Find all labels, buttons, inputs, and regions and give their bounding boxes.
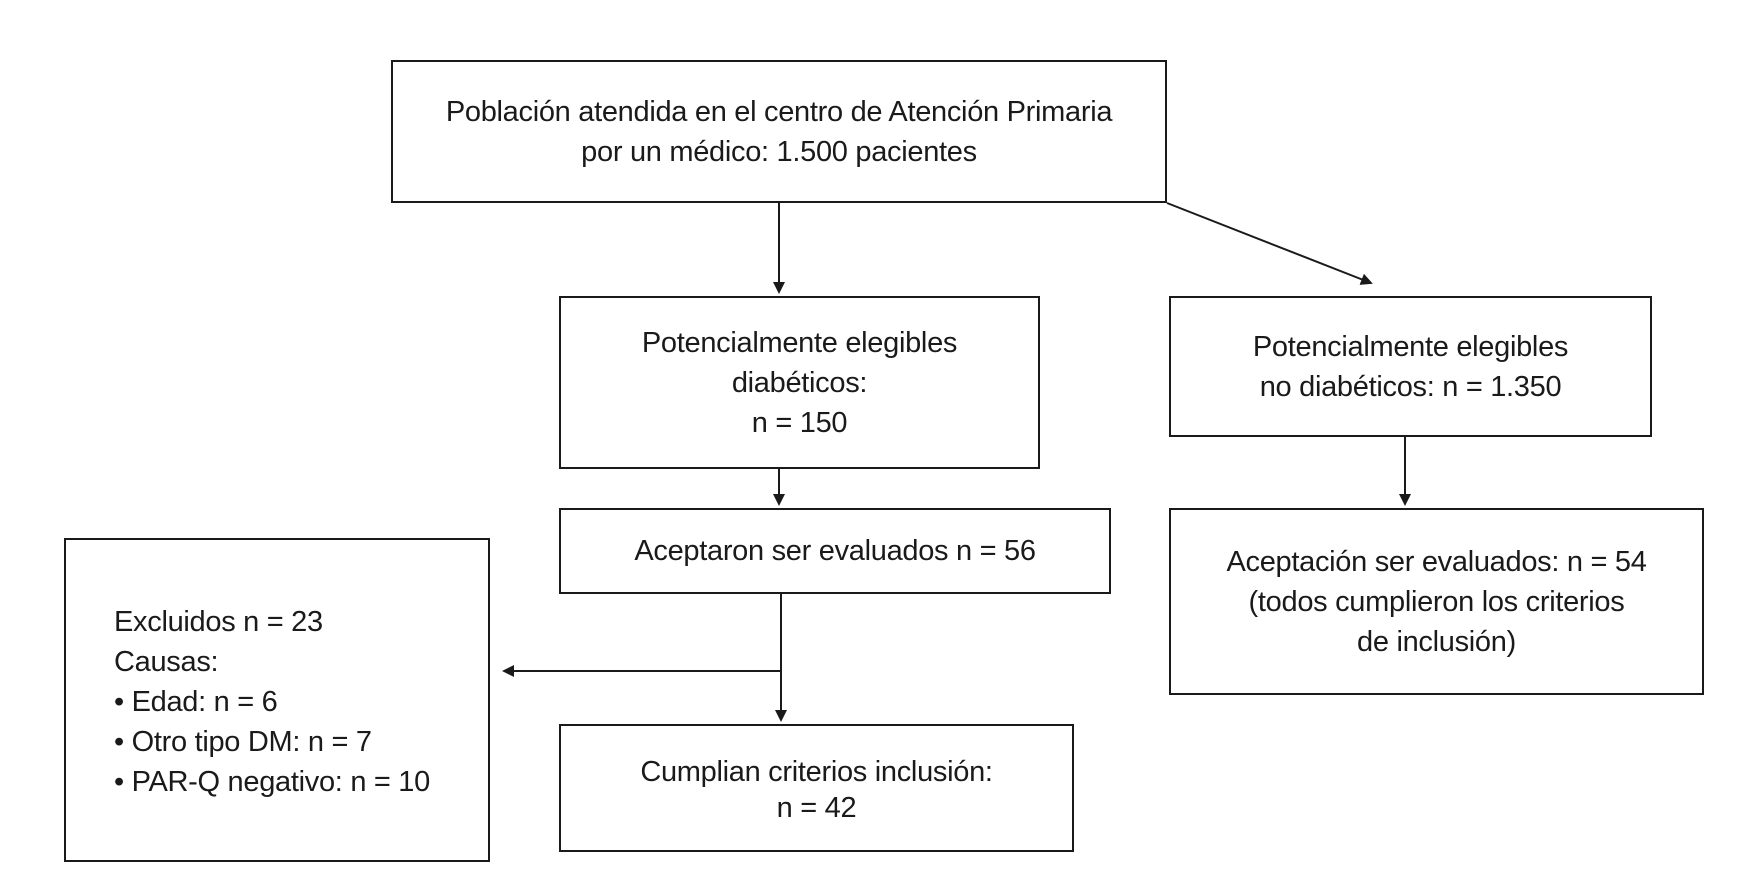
box-accepted-diabetic: Aceptaron ser evaluados n = 56 [559,508,1111,594]
accepted-nondiabetic-line-3: de inclusión) [1357,625,1516,658]
diabetic-line-1: Potencialmente elegibles [641,326,958,359]
population-line-1: Población atendida en el centro de Atenc… [445,95,1113,128]
excluded-line-1: Excluidos n = 23 [114,606,323,638]
population-line-2: por un médico: 1.500 pacientes [581,135,977,168]
box-excluded: Excluidos n = 23 Causas: • Edad: n = 6 •… [64,538,490,862]
diabetic-line-3: n = 150 [751,406,848,439]
inclusion-line-2: n = 42 [776,792,857,824]
accepted-nondiabetic-line-1: Aceptación ser evaluados: n = 54 [1226,545,1647,578]
box-accepted-nondiabetic: Aceptación ser evaluados: n = 54 (todos … [1169,508,1704,695]
box-eligible-nondiabetic: Potencialmente elegibles no diabéticos: … [1169,296,1652,437]
arrow-population-to-nondiabetic [1166,202,1373,285]
nondiabetic-line-1: Potencialmente elegibles [1252,330,1569,363]
excluded-cause-age: • Edad: n = 6 [114,686,278,718]
box-eligible-diabetic: Potencialmente elegibles diabéticos: n =… [559,296,1040,469]
excluded-cause-dm-type: • Otro tipo DM: n = 7 [114,726,372,758]
box-inclusion-criteria: Cumplian criterios inclusión: n = 42 [559,724,1074,852]
diabetic-line-2: diabéticos: [731,366,868,399]
accepted-nondiabetic-line-2: (todos cumplieron los criterios [1248,585,1625,618]
excluded-line-2: Causas: [114,646,219,678]
nondiabetic-line-2: no diabéticos: n = 1.350 [1259,370,1562,403]
box-population: Población atendida en el centro de Atenc… [391,60,1167,203]
inclusion-line-1: Cumplian criterios inclusión: [640,756,993,788]
accepted-diabetic-line-1: Aceptaron ser evaluados n = 56 [634,535,1036,567]
excluded-cause-parq: • PAR-Q negativo: n = 10 [114,766,430,798]
